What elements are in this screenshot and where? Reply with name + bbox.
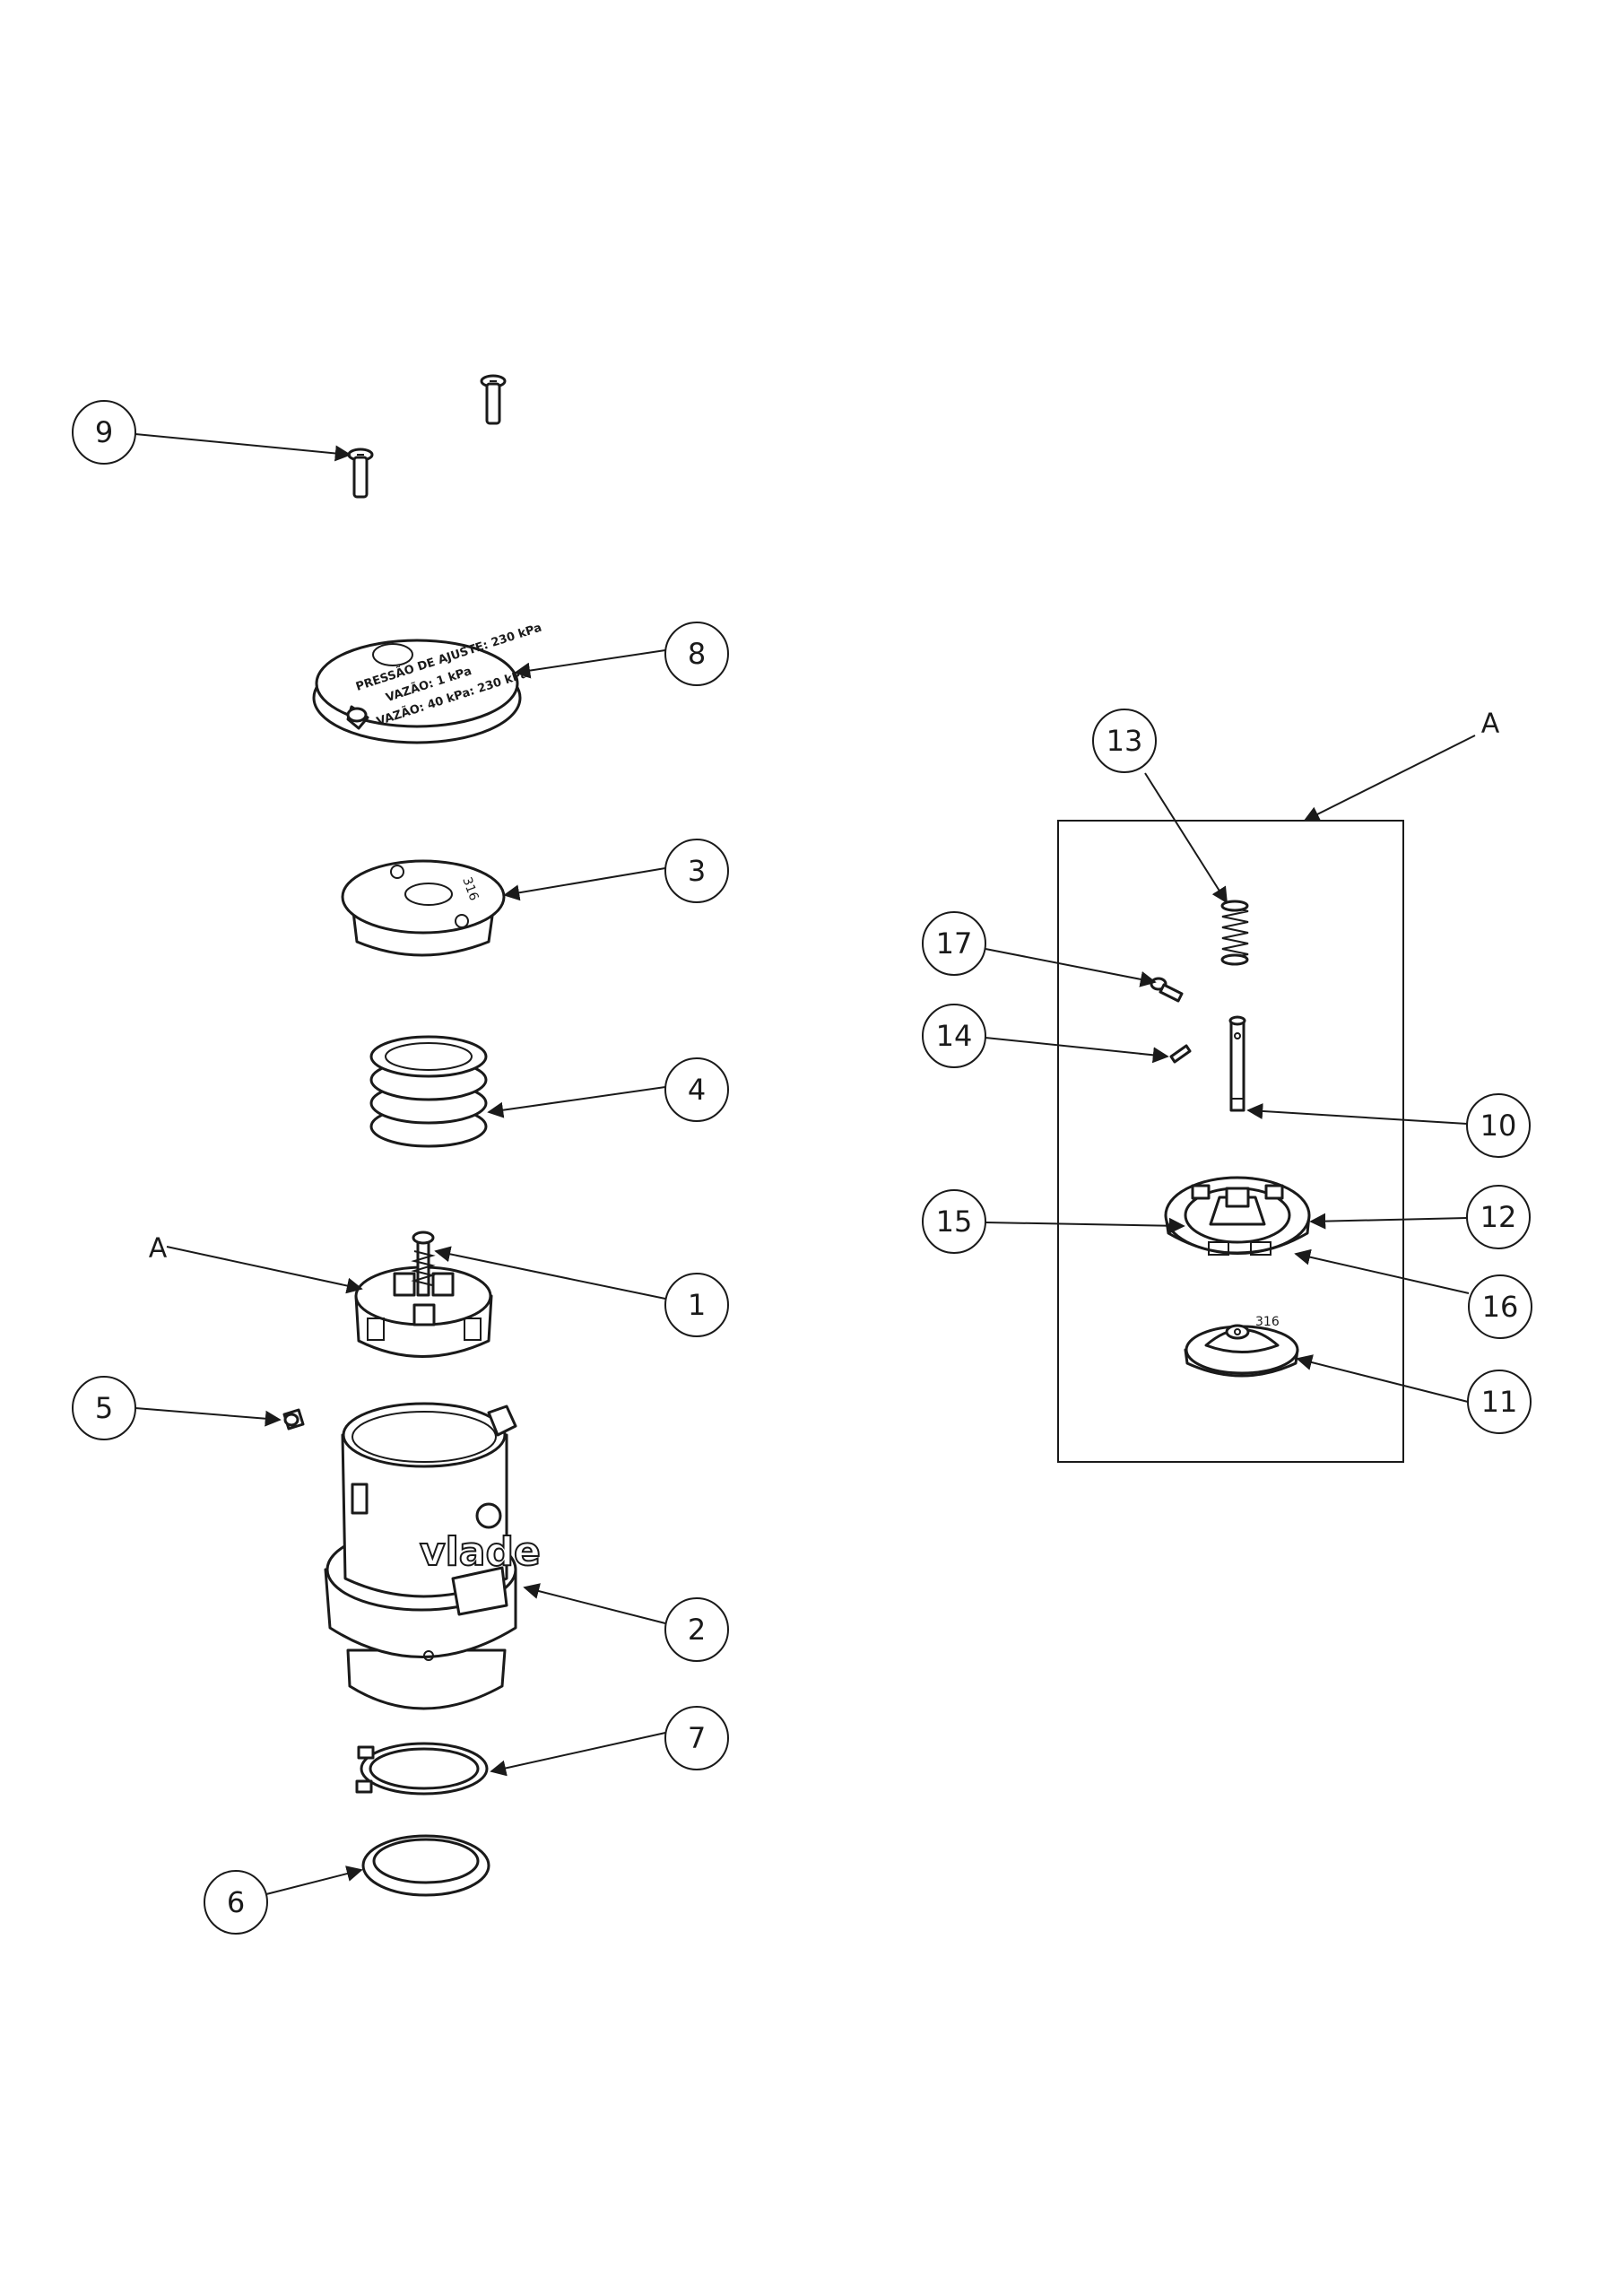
callout-number: 17 [936, 926, 973, 961]
callout-number: 14 [936, 1019, 973, 1053]
callout-number: 8 [688, 637, 706, 671]
callout-number: 5 [95, 1391, 113, 1425]
callout-balloon-3: 3 [664, 839, 729, 903]
callout-number: 15 [936, 1205, 973, 1239]
callout-number: 1 [688, 1288, 706, 1322]
callout-balloon-5: 5 [72, 1376, 136, 1440]
seat-mark: 316 [1255, 1315, 1280, 1329]
spring-part-4 [369, 1035, 488, 1148]
callout-number: 2 [688, 1613, 706, 1647]
body-brand-text: vlade [420, 1529, 541, 1575]
callout-number: 7 [688, 1721, 706, 1755]
callout-number: 12 [1480, 1200, 1517, 1234]
callout-number: 3 [688, 854, 706, 888]
callout-number: 13 [1107, 724, 1143, 758]
callout-number: 11 [1481, 1385, 1518, 1419]
body-part-2: vlade [324, 1402, 542, 1710]
callout-number: 9 [95, 415, 113, 449]
callout-balloon-11: 11 [1467, 1370, 1532, 1434]
callout-balloon-7: 7 [664, 1706, 729, 1770]
callout-balloon-6: 6 [204, 1870, 268, 1935]
top-plate-part-3: 316 [341, 859, 506, 957]
spring-part-13 [1220, 900, 1249, 966]
callout-number: 6 [227, 1885, 245, 1919]
pin-part-14 [1169, 1044, 1192, 1064]
screw-part-9-b [347, 448, 374, 499]
callout-balloon-2: 2 [664, 1597, 729, 1662]
seat-part-11: 316 [1184, 1315, 1299, 1378]
retaining-ring-part-7 [355, 1742, 489, 1796]
callout-balloon-1: 1 [664, 1273, 729, 1337]
leader-lines [135, 433, 1476, 1895]
clip-part-17 [1150, 977, 1184, 1003]
callout-balloon-12: 12 [1466, 1185, 1531, 1249]
cartridge-assembly-a [354, 1231, 493, 1358]
detail-view-a-frame [1057, 820, 1404, 1463]
view-marker-a-left: A [149, 1233, 168, 1265]
callout-balloon-16: 16 [1468, 1274, 1532, 1339]
callout-balloon-14: 14 [922, 1004, 986, 1068]
callout-balloon-4: 4 [664, 1057, 729, 1122]
screw-part-9-a [480, 374, 507, 425]
callout-number: 4 [688, 1073, 706, 1107]
callout-balloon-8: 8 [664, 622, 729, 686]
cap-part-8: PRESSÃO DE AJUSTE: 230 kPa VAZÃO: 1 kPa … [312, 621, 543, 744]
callout-balloon-17: 17 [922, 911, 986, 976]
callout-balloon-9: 9 [72, 400, 136, 465]
pin-part-5 [282, 1408, 305, 1431]
view-marker-a-right: A [1481, 709, 1500, 740]
callout-balloon-15: 15 [922, 1189, 986, 1254]
callout-number: 16 [1482, 1290, 1519, 1324]
seal-part-6 [361, 1834, 490, 1897]
callout-balloon-10: 10 [1466, 1093, 1531, 1158]
callout-number: 10 [1480, 1109, 1517, 1143]
stem-part-10 [1228, 1015, 1246, 1112]
callout-balloon-13: 13 [1092, 709, 1157, 773]
valve-disc-part-12 [1164, 1176, 1311, 1256]
